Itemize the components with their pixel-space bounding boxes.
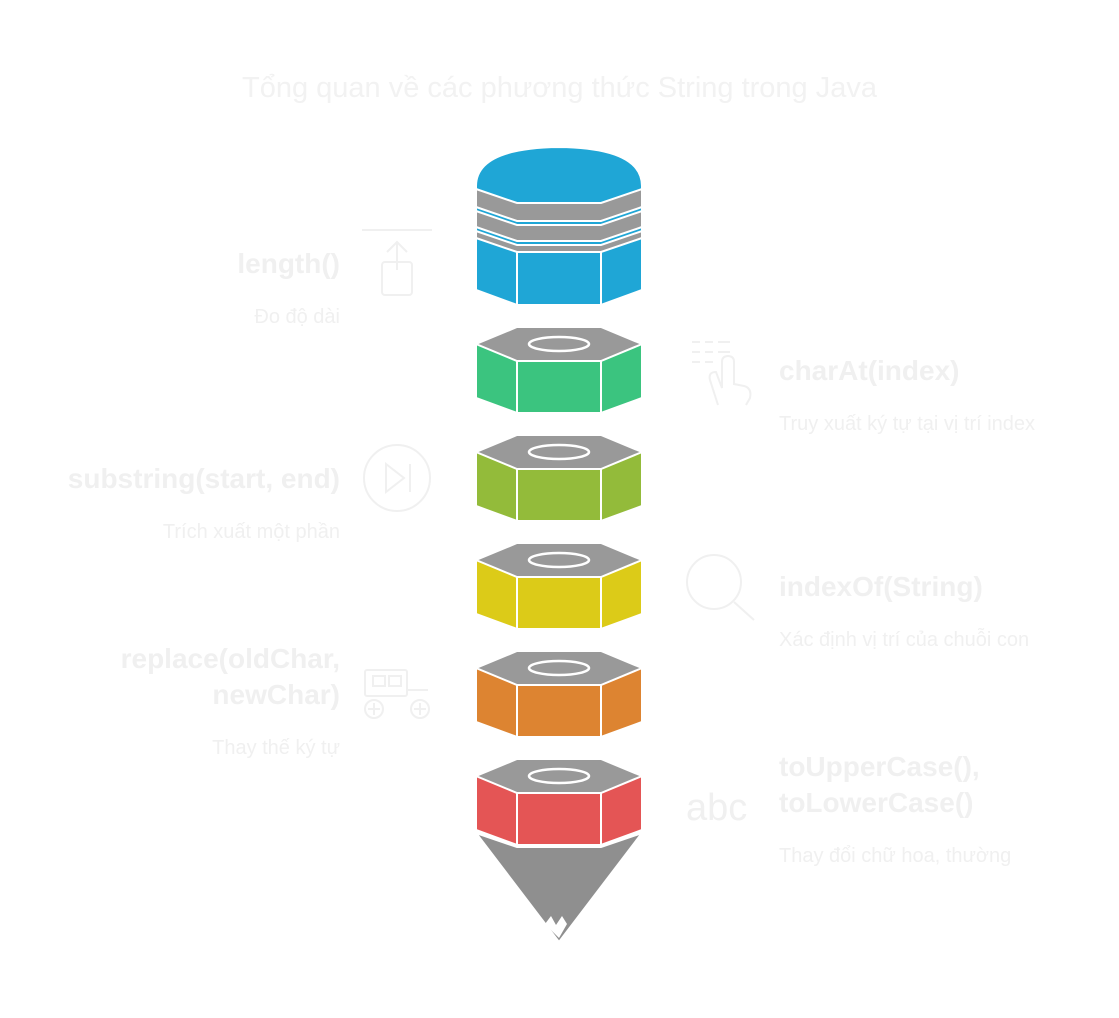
segment-blue [475, 145, 643, 306]
item-case-desc: Thay đổi chữ hoa, thường [779, 845, 1012, 867]
item-replace-name-1: replace(oldChar, [120, 643, 340, 674]
item-replace-desc: Thay thế ký tự [212, 737, 340, 759]
pencil-tip [473, 830, 645, 944]
segment-lime [473, 434, 645, 522]
item-case-name-1: toUpperCase(), [779, 751, 980, 782]
segment-red [473, 758, 645, 846]
item-length-name: length() [237, 248, 340, 279]
diagram-title: Tổng quan về các phương thức String tron… [242, 72, 877, 104]
item-length-desc: Đo độ dài [254, 306, 340, 328]
upload-icon [362, 229, 432, 296]
segment-orange [473, 650, 645, 738]
item-case-name-2: toLowerCase() [779, 787, 974, 818]
search-icon [686, 554, 755, 621]
item-charat-name: charAt(index) [779, 355, 960, 386]
skip-forward-icon [363, 444, 431, 512]
item-substring-name: substring(start, end) [67, 463, 340, 494]
abc-icon: abc [686, 787, 747, 829]
item-substring-desc: Trích xuất một phần [162, 521, 340, 543]
item-indexof-name: indexOf(String) [779, 571, 983, 602]
item-indexof-desc: Xác định vị trí của chuỗi con [779, 629, 1030, 651]
tractor-icon [364, 669, 430, 719]
segment-yellow [473, 542, 645, 630]
item-replace-name-2: newChar) [212, 679, 340, 710]
tap-icon [692, 341, 752, 406]
item-charat-desc: Truy xuất ký tự tại vị trí index [779, 413, 1036, 435]
segment-green [473, 326, 645, 414]
